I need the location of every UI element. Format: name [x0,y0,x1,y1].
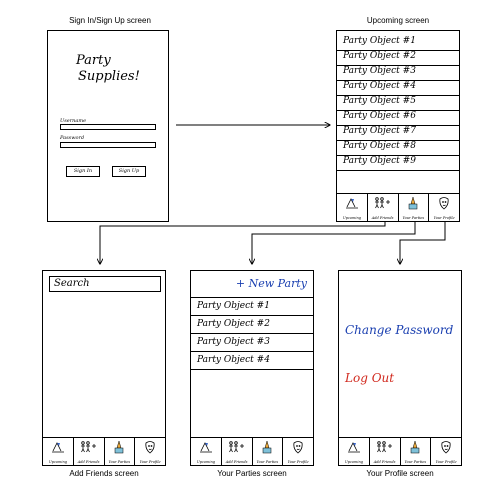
tab-your-profile[interactable]: Your Profile [430,438,461,465]
upcoming-screen: Party Object #1 Party Object #2 Party Ob… [336,30,460,222]
upcoming-list: Party Object #1 Party Object #2 Party Ob… [337,36,459,171]
password-label: Password [60,135,85,141]
list-item[interactable]: Party Object #6 [337,111,459,126]
list-item[interactable]: Party Object #8 [337,141,459,156]
tab-label: Your Profile [139,460,161,464]
tab-label: Add Friends [371,216,394,220]
tab-upcoming[interactable]: Upcoming [337,194,367,221]
sign-up-button[interactable]: Sign Up [112,166,146,177]
tab-label: Your Parties [402,216,425,220]
list-item[interactable]: Party Object #5 [337,96,459,111]
tab-label: Upcoming [196,460,215,464]
cake-icon [411,440,420,454]
tab-label: Your Parties [108,460,131,464]
tab-your-parties[interactable]: Your Parties [103,438,135,465]
tab-add-friends[interactable]: Add Friends [366,194,398,221]
list-item[interactable]: Party Object #9 [337,156,459,171]
list-item[interactable]: Party Object #4 [337,81,459,96]
party-hat-icon [199,442,212,453]
tab-bar: Upcoming Add Friends Your Parties Your P… [191,437,313,465]
list-item[interactable]: Party Object #2 [337,51,459,66]
list-item[interactable]: Party Object #4 [191,352,313,370]
tab-your-profile[interactable]: Your Profile [282,438,313,465]
tab-label: Your Profile [435,460,457,464]
tab-label: Add Friends [373,460,396,464]
list-item[interactable]: Party Object #7 [337,126,459,141]
new-party-button[interactable]: + New Party [235,277,307,290]
parties-list: Party Object #1 Party Object #2 Party Ob… [191,297,313,370]
tab-label: Upcoming [344,460,363,464]
signin-screen: Party Supplies! Username Password Sign I… [47,30,169,222]
party-hat-icon [347,442,360,453]
arrow-to-friends [100,222,386,264]
tab-label: Add Friends [225,460,248,464]
app-title-line1: Party [76,53,111,68]
add-friends-icon [376,441,392,453]
list-item[interactable]: Party Object #1 [191,298,313,316]
tab-label: Upcoming [48,460,67,464]
profile-face-icon [145,441,155,454]
tab-add-friends[interactable]: Add Friends [220,438,252,465]
tab-your-parties[interactable]: Your Parties [397,194,429,221]
caption-friends: Add Friends screen [69,469,139,478]
profile-face-icon [439,197,449,210]
tab-your-parties[interactable]: Your Parties [399,438,431,465]
your-parties-screen: + New Party Party Object #1 Party Object… [190,270,314,466]
tab-bar: Upcoming Add Friends Your Parties Your P… [43,437,165,465]
caption-parties: Your Parties screen [217,469,287,478]
username-field[interactable] [60,124,156,130]
tab-label: Your Profile [287,460,309,464]
log-out-button[interactable]: Log Out [345,371,395,385]
caption-upcoming: Upcoming screen [366,16,430,25]
tab-add-friends[interactable]: Add Friends [368,438,400,465]
tab-label: Add Friends [77,460,100,464]
change-password-button[interactable]: Change Password [345,323,454,337]
sign-in-button[interactable]: Sign In [66,166,100,177]
tab-bar: Upcoming Add Friends Your Parties Your P… [339,437,461,465]
tab-label: Your Profile [433,216,455,220]
party-hat-icon [51,442,64,453]
arrow-to-parties [252,222,416,264]
tab-your-profile[interactable]: Your Profile [428,194,459,221]
profile-face-icon [441,441,451,454]
caption-profile: Your Profile screen [366,469,434,478]
caption-signin: Sign In/Sign Up screen [69,16,151,25]
arrow-to-profile [400,222,446,264]
tab-upcoming[interactable]: Upcoming [191,438,221,465]
list-item[interactable]: Party Object #3 [191,334,313,352]
tab-label: Upcoming [342,216,361,220]
password-field[interactable] [60,142,156,148]
search-input[interactable]: Search [49,276,161,292]
tab-your-profile[interactable]: Your Profile [134,438,165,465]
tab-your-parties[interactable]: Your Parties [251,438,283,465]
tab-upcoming[interactable]: Upcoming [339,438,369,465]
tab-add-friends[interactable]: Add Friends [72,438,104,465]
cake-icon [115,440,124,454]
list-item[interactable]: Party Object #1 [337,36,459,51]
tab-label: Your Parties [404,460,427,464]
list-item[interactable]: Party Object #2 [191,316,313,334]
your-profile-screen: Change Password Log Out Upcoming Add Fri… [338,270,462,466]
app-title-line2: Supplies! [78,69,140,84]
add-friends-icon [228,441,244,453]
add-friends-screen: Search Upcoming Add Friends Your Parties… [42,270,166,466]
party-hat-icon [345,198,358,209]
cake-icon [263,440,272,454]
username-label: Username [60,118,87,124]
cake-icon [409,196,418,210]
profile-face-icon [293,441,303,454]
tab-bar: Upcoming Add Friends Your Parties Your P… [337,193,459,221]
tab-label: Your Parties [256,460,279,464]
add-friends-icon [80,441,96,453]
list-item[interactable]: Party Object #3 [337,66,459,81]
tab-upcoming[interactable]: Upcoming [43,438,73,465]
add-friends-icon [374,197,390,209]
